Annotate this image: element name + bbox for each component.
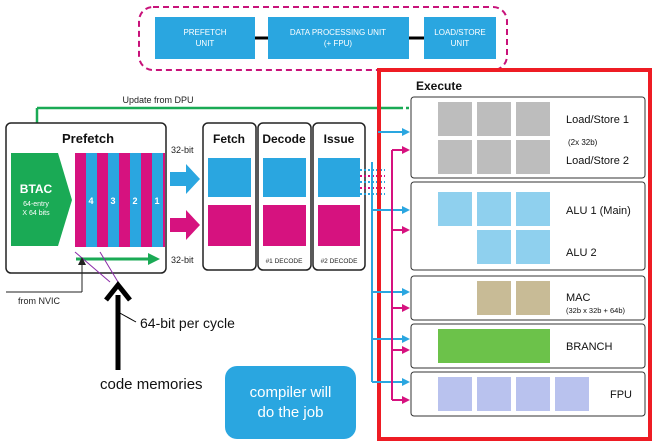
ls2-label: Load/Store 2 [566,155,629,167]
alu2-label: ALU 2 [566,247,597,259]
compiler-note-bubble: compiler will do the job [225,366,356,439]
per-cycle-pointer [117,311,137,323]
magenta-branch-head [402,346,410,354]
mac-block-2 [516,281,550,315]
nvic-label: from NVIC [18,296,61,306]
compiler-note-line1: compiler will [249,383,332,401]
issue-slot-bottom [318,205,360,246]
nvic-arrow-head [78,257,86,265]
branch-label: BRANCH [566,341,613,353]
blue-branch-head [402,335,410,343]
issue-title: Issue [324,132,355,146]
fill-direction-head [148,253,160,265]
decode-slot-top [263,158,306,197]
btac-entries: 64-entry [23,201,49,208]
issue-sub-label: #2 DECODE [321,258,359,265]
magenta-alu2-head [402,226,410,234]
alu2-block-1 [477,230,511,264]
mac-note: (32b x 32b + 64b) [566,306,626,315]
branch-block [438,329,550,363]
ls-block-1 [438,102,472,136]
legend-lsu-line2: UNIT [451,39,470,48]
legend-dpu [268,17,409,59]
bus-top-arrow [170,164,200,194]
legend-prefetch-unit [155,17,255,59]
mac-block-1 [477,281,511,315]
fetch-title: Fetch [213,132,245,146]
alu1-block-1 [438,192,472,226]
bus-top-label: 32-bit [171,145,194,155]
mac-label: MAC [566,292,591,304]
execute-frame [377,68,652,441]
feed-line-2 [99,251,119,283]
bus-bottom-arrow [170,210,200,240]
btac-block [11,153,72,246]
fpu-block-1 [438,377,472,411]
issue-slot-top [318,158,360,197]
prefetch-stripe-4 [152,153,163,247]
feed-line-1 [74,251,111,283]
blue-fpu-head [402,378,410,386]
ls-block-2 [477,102,511,136]
per-cycle-label: 64-bit per cycle [140,315,235,331]
btac-width: X 64 bits [22,210,50,217]
ls-block-3 [516,102,550,136]
code-memories-label: code memories [100,376,203,393]
ls-block-6 [516,140,550,174]
fpu-block-3 [516,377,550,411]
btac-title: BTAC [20,182,53,196]
decode-slot-bottom [263,205,306,246]
alu2-block-2 [516,230,550,264]
decode-title: Decode [262,132,306,146]
alu1-label: ALU 1 (Main) [566,205,631,217]
ls-block-5 [477,140,511,174]
legend-dpu-line1: DATA PROCESSING UNIT [290,28,386,37]
prefetch-slot-2: 2 [132,196,137,206]
update-from-dpu-label: Update from DPU [122,95,193,105]
legend-prefetch-unit-line2: UNIT [196,39,215,48]
legend-frame [138,6,508,71]
legend-lsu-line1: LOAD/STORE [434,28,485,37]
compiler-note-line2: do the job [257,403,324,421]
prefetch-title: Prefetch [62,131,114,146]
fetch-slot-bottom [208,205,251,246]
prefetch-stripe-2 [108,153,119,247]
alu1-block-3 [516,192,550,226]
blue-mac-head [402,288,410,296]
execute-title: Execute [416,79,462,93]
alu1-block-2 [477,192,511,226]
fpu-label: FPU [610,389,632,401]
magenta-mac-head [402,304,410,312]
magenta-fpu-head [402,396,410,404]
fpu-block-2 [477,377,511,411]
ls-width-note: (2x 32b) [568,138,598,147]
ls1-label: Load/Store 1 [566,114,629,126]
blue-ls1-head [402,128,410,136]
magenta-ls2-head [402,146,410,154]
legend-lsu [424,17,496,59]
prefetch-slot-1: 1 [154,196,159,206]
fpu-block-4 [555,377,589,411]
decode-sub-label: #1 DECODE [266,258,304,265]
blue-alu1-head [402,206,410,214]
fetch-slot-top [208,158,251,197]
code-memories-arrow-head [104,280,132,302]
prefetch-slot-3: 3 [110,196,115,206]
legend-prefetch-unit-line1: PREFETCH [183,28,226,37]
legend-dpu-line2: (+ FPU) [324,39,353,48]
bus-bottom-label: 32-bit [171,255,194,265]
ls-block-4 [438,140,472,174]
prefetch-slot-4: 4 [88,196,93,206]
prefetch-stripe-3 [130,153,141,247]
prefetch-stripe-1 [86,153,97,247]
